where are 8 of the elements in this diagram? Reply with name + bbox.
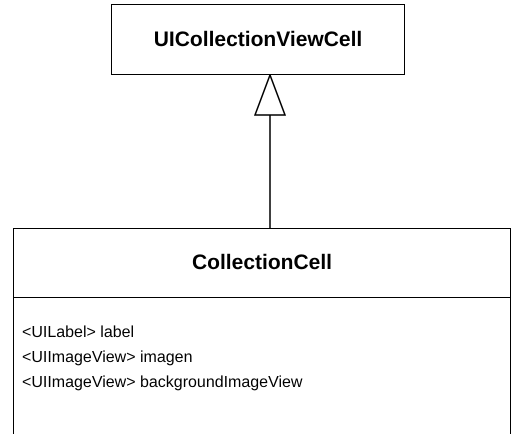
- class-box: [13, 228, 511, 434]
- attribute-text: <UILabel> label: [22, 323, 136, 343]
- generalization-arrow: [254, 74, 286, 228]
- attribute-text: <UIImageView> imagen: [22, 348, 194, 368]
- class-name: CollectionCell: [192, 250, 332, 276]
- class-name: UICollectionViewCell: [154, 26, 362, 53]
- class-box: [111, 4, 405, 75]
- attribute-text: <UIImageView> backgroundImageView: [22, 373, 304, 393]
